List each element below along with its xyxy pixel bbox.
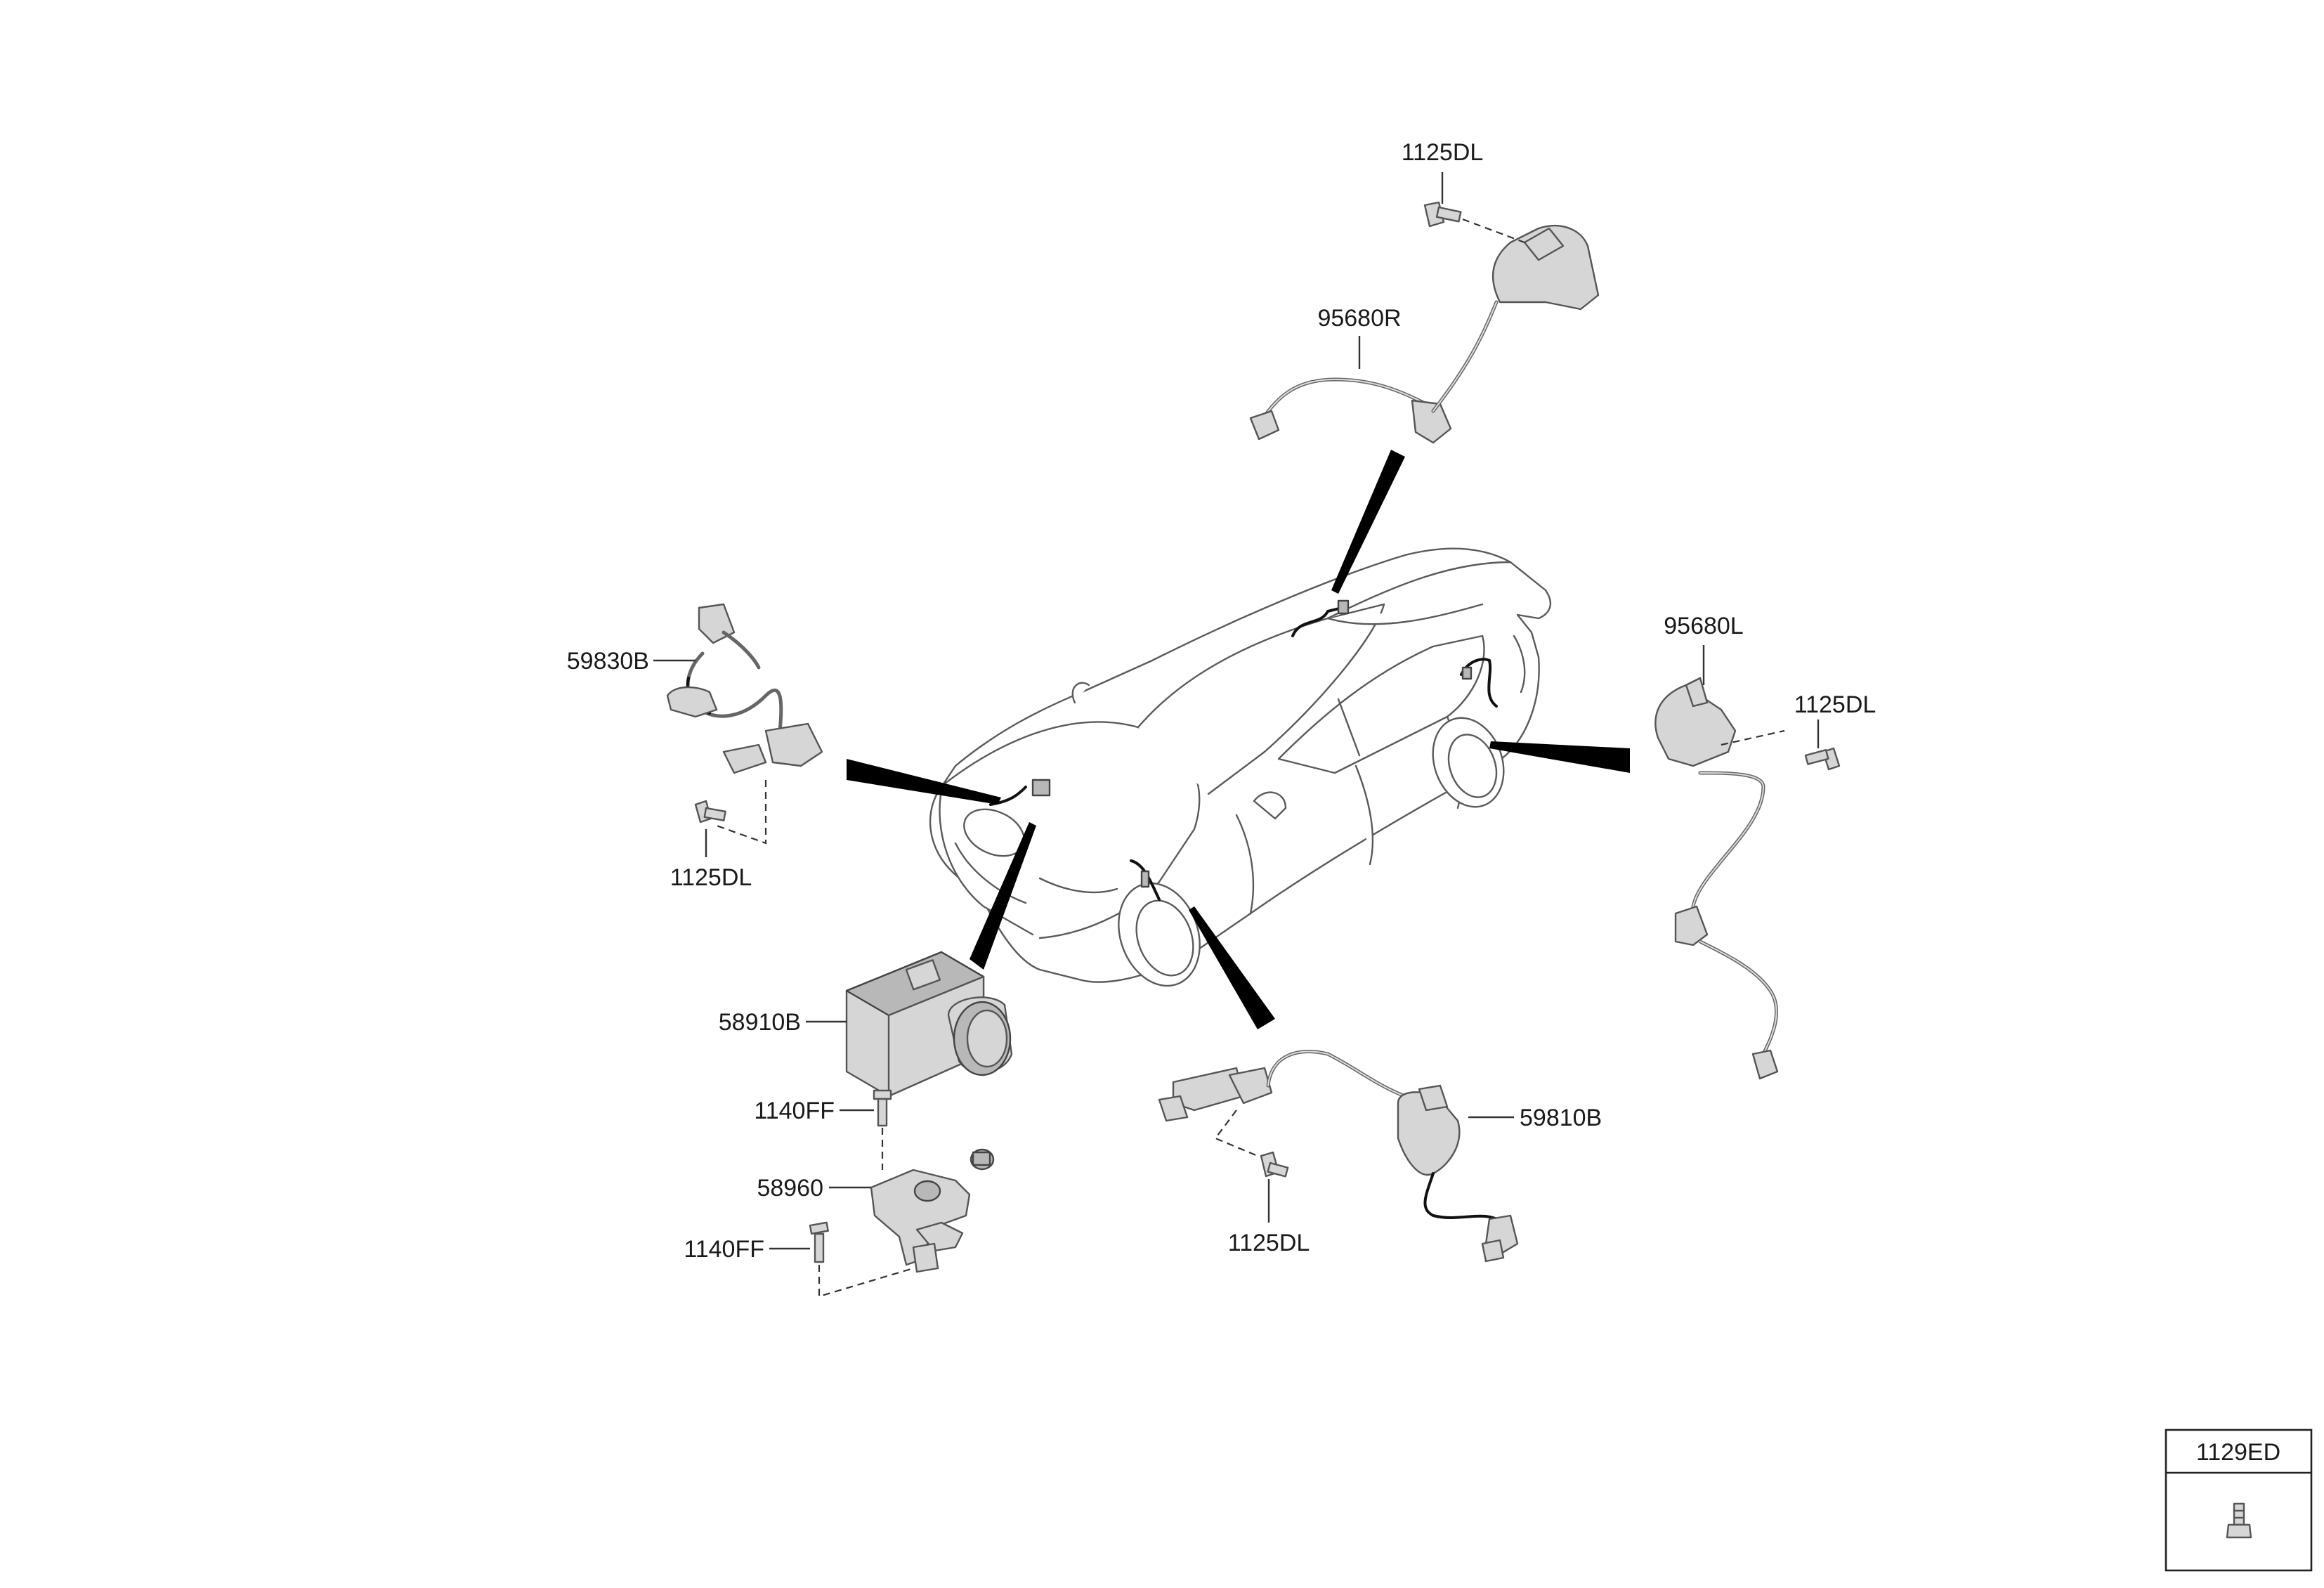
label-1125dl-top: 1125DL <box>1402 139 1484 166</box>
label-1125dl-bottom: 1125DL <box>1228 1230 1310 1256</box>
label-1125dl-right: 1125DL <box>1794 691 1876 718</box>
bolt-left <box>694 800 726 824</box>
front-left-wheel-speed-sensor <box>666 603 823 845</box>
label-95680r: 95680R <box>1317 305 1401 332</box>
rear-left-wheel-speed-sensor <box>1654 677 1785 1080</box>
label-1125dl-left: 1125DL <box>670 864 752 891</box>
leader-lines <box>653 172 1820 1250</box>
front-right-wheel-speed-sensor <box>1158 1049 1519 1263</box>
bolt-abs-upper <box>873 1089 892 1170</box>
abs-hydraulic-unit <box>845 951 1013 1098</box>
label-58960: 58960 <box>757 1175 823 1202</box>
label-58910b: 58910B <box>719 1009 801 1036</box>
abs-mounting-bracket <box>870 1148 995 1273</box>
bolt-right <box>1804 747 1841 771</box>
part-legend-box: 1129ED <box>2165 1428 2313 1572</box>
callout-wedges <box>847 450 1630 1029</box>
rear-right-wheel-speed-sensor <box>1249 225 1600 444</box>
label-59830b: 59830B <box>567 648 649 675</box>
bolt-top <box>1423 201 1525 244</box>
bolt-bottom <box>1260 1151 1289 1178</box>
legend-part-number: 1129ED <box>2196 1439 2280 1466</box>
vehicle-outline <box>929 547 1552 987</box>
callout-labels: 1125DL 95680R 59830B 95680L 1125DL 1125D… <box>567 139 1876 1263</box>
bolt-abs-lower <box>809 1221 914 1298</box>
label-1140ff-upper: 1140FF <box>754 1098 835 1124</box>
label-95680l: 95680L <box>1664 613 1743 639</box>
label-1140ff-lower: 1140FF <box>684 1236 764 1263</box>
bolt-icon <box>2226 1502 2252 1539</box>
label-59810b: 59810B <box>1520 1105 1602 1131</box>
